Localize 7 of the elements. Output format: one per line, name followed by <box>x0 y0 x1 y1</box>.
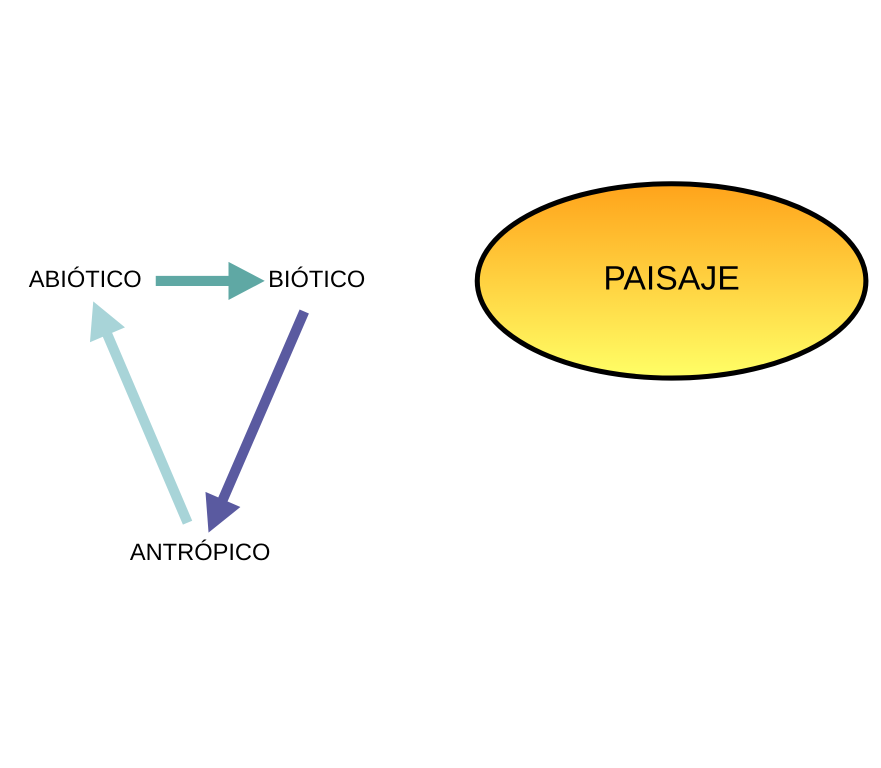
arrow <box>156 262 265 300</box>
node-text: ABIÓTICO <box>28 267 142 294</box>
arrow <box>90 301 192 525</box>
node-text: ANTRÓPICO <box>130 540 270 566</box>
node-ellipse: PAISAJE <box>474 181 868 381</box>
arrow <box>205 309 309 533</box>
node-text: BIÓTICO <box>268 267 366 294</box>
